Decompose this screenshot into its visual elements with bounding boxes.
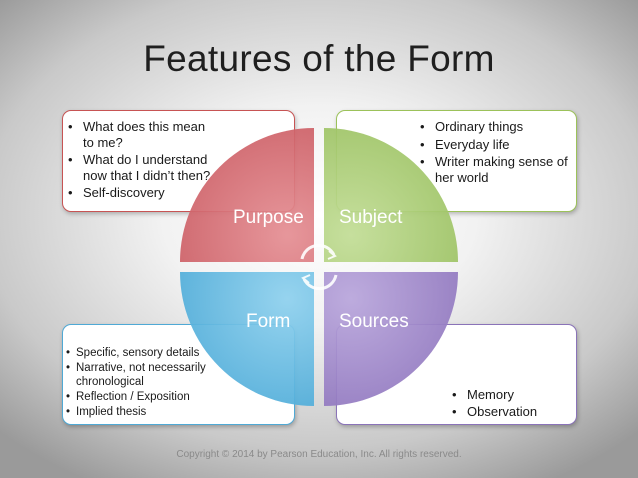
purpose-bullets: What does this mean to me? What do I und… [68, 119, 218, 203]
list-item: What do I understand now that I didn’t t… [68, 152, 218, 183]
slide-title: Features of the Form [143, 38, 495, 79]
list-item: Reflection / Exposition [66, 391, 216, 405]
copyright-notice: Copyright © 2014 by Pearson Education, I… [176, 449, 462, 460]
subject-label: Subject [339, 207, 403, 228]
purpose-label: Purpose [233, 207, 304, 228]
form-bullets: Specific, sensory details Narrative, not… [66, 347, 216, 421]
list-item: Implied thesis [66, 406, 216, 420]
list-item: Everyday life [420, 137, 570, 153]
sources-label: Sources [339, 311, 409, 332]
purpose-quadrant [180, 128, 314, 262]
sources-quadrant [324, 272, 458, 406]
form-label: Form [246, 311, 291, 332]
form-quadrant [180, 272, 314, 406]
cycle-arrows-icon [300, 243, 338, 291]
sources-bullets: Memory Observation [452, 387, 572, 421]
list-item: Observation [452, 404, 572, 420]
subject-quadrant [324, 128, 458, 262]
subject-bullets: Ordinary things Everyday life Writer mak… [420, 119, 570, 187]
list-item: Specific, sensory details [66, 347, 216, 361]
list-item: Narrative, not necessarily chronological [66, 362, 216, 389]
list-item: What does this mean to me? [68, 119, 218, 150]
list-item: Writer making sense of her world [420, 154, 570, 185]
list-item: Memory [452, 387, 572, 403]
list-item: Self-discovery [68, 185, 218, 201]
list-item: Ordinary things [420, 119, 570, 135]
